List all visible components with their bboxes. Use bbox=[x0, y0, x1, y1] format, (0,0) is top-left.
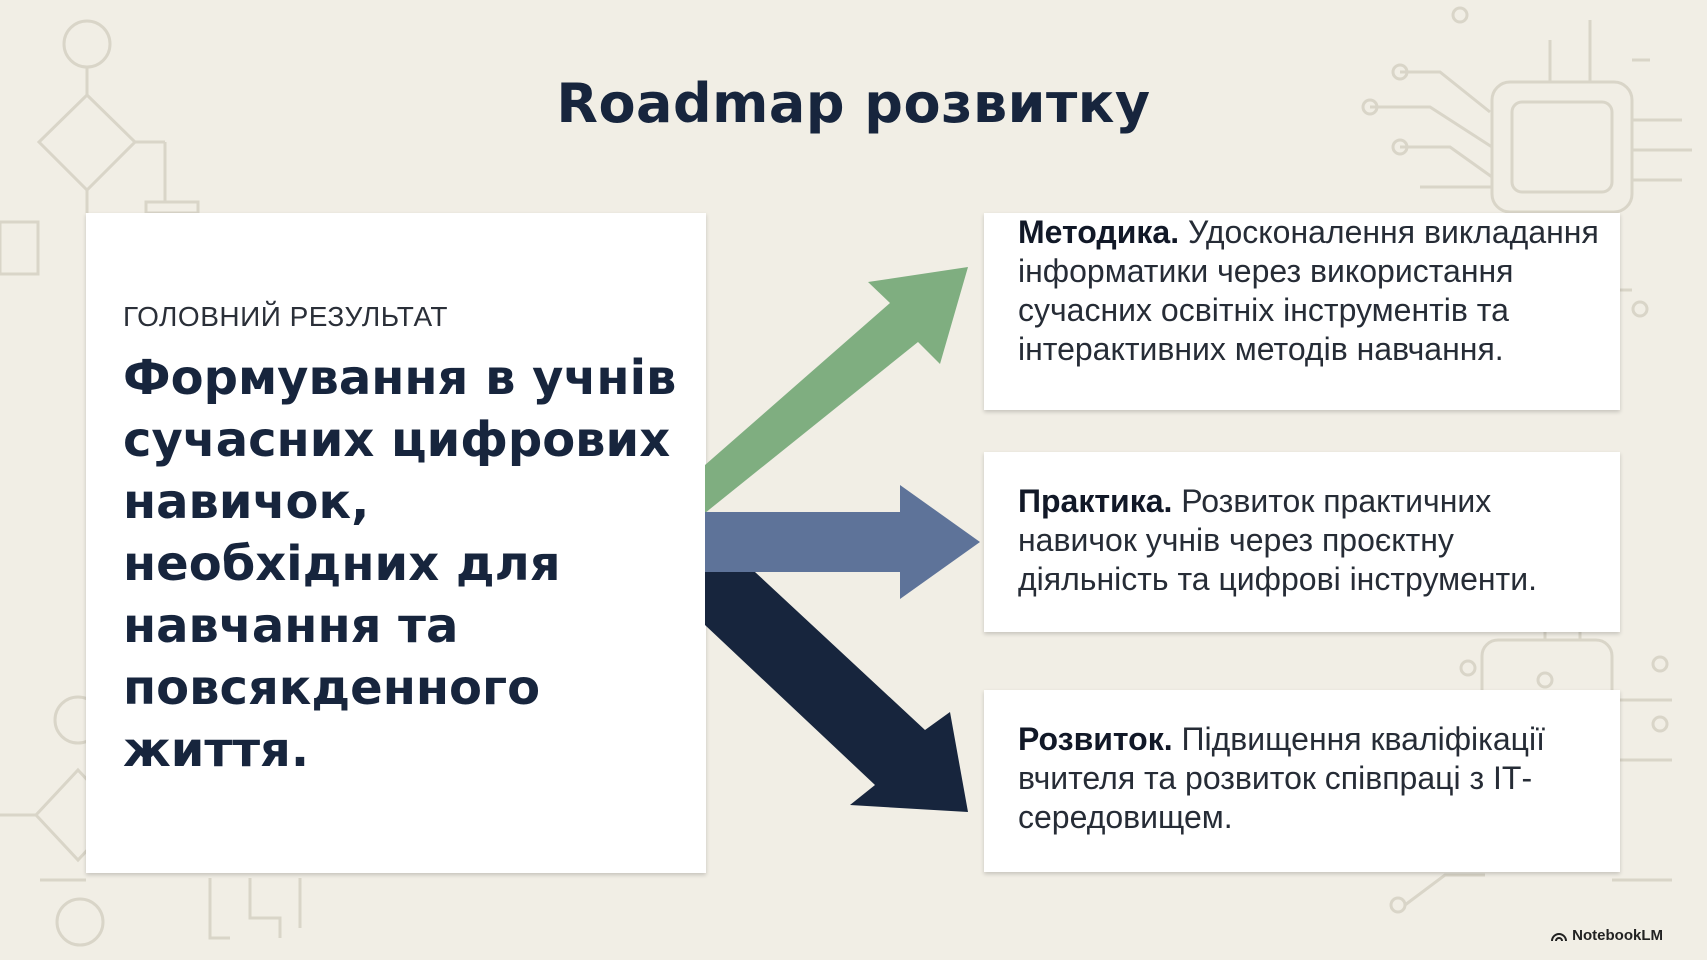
card-body: Підвищення кваліфікації вчителя та розви… bbox=[1018, 721, 1545, 835]
notebooklm-logo-icon bbox=[1551, 932, 1568, 941]
arrow-right-icon bbox=[705, 485, 980, 599]
card-body: Розвиток практичних навичок учнів через … bbox=[1018, 483, 1537, 597]
card-text: Методика. Удосконалення викладання інфор… bbox=[1018, 213, 1608, 369]
roadmap-card-practice: Практика. Розвиток практичних навичок уч… bbox=[984, 452, 1620, 632]
roadmap-card-methodology: Методика. Удосконалення викладання інфор… bbox=[984, 213, 1620, 410]
card-heading: Практика. bbox=[1018, 483, 1173, 519]
main-result-label: ГОЛОВНИЙ РЕЗУЛЬТАТ bbox=[123, 301, 449, 332]
brand-name: NotebookLM bbox=[1572, 927, 1663, 944]
main-result-text: Формування в учнів сучасних цифрових нав… bbox=[123, 350, 677, 778]
card-heading: Розвиток. bbox=[1018, 721, 1173, 757]
card-body: Удосконалення викладання інформатики чер… bbox=[1018, 214, 1599, 367]
card-text: Розвиток. Підвищення кваліфікації вчител… bbox=[1018, 720, 1608, 837]
arrow-up-icon bbox=[705, 267, 968, 513]
card-text: Практика. Розвиток практичних навичок уч… bbox=[1018, 482, 1608, 599]
roadmap-card-development: Розвиток. Підвищення кваліфікації вчител… bbox=[984, 690, 1620, 872]
main-result-card: ГОЛОВНИЙ РЕЗУЛЬТАТ Формування в учнів су… bbox=[86, 213, 706, 873]
roadmap-arrows bbox=[705, 267, 980, 812]
arrow-down-icon bbox=[705, 572, 968, 812]
card-heading: Методика. bbox=[1018, 214, 1180, 250]
page-title: Roadmap розвитку bbox=[556, 72, 1151, 135]
notebooklm-brand: NotebookLM bbox=[1551, 927, 1663, 944]
